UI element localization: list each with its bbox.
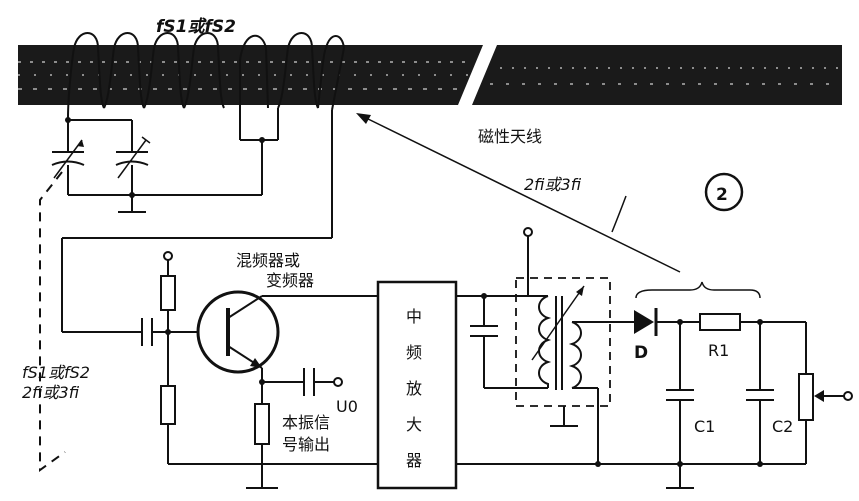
if-amp-char-3: 放 (406, 379, 422, 398)
brace (635, 281, 761, 299)
mixer-label-line2: 变频器 (266, 271, 314, 290)
left-freq-label-1: fS1或fS2 (22, 363, 90, 382)
if-amp-char-5: 器 (406, 451, 422, 470)
capacitor-c1-label: C1 (694, 417, 715, 436)
mixer-stage (138, 251, 378, 489)
coil-frequency-label: fS1或fS2 (156, 17, 236, 37)
if-amp-char-2: 频 (406, 343, 422, 362)
if-amp-char-4: 大 (406, 415, 422, 434)
detector-stage (628, 308, 853, 489)
harmonic-arrow (356, 113, 681, 273)
ferrite-rod (18, 45, 842, 105)
circle-marker (704, 172, 744, 212)
circle-number: 2 (716, 185, 728, 205)
if-amp-char-1: 中 (406, 307, 422, 326)
tuning-circuit (51, 108, 279, 213)
u0-label: U0 (336, 397, 358, 416)
diode-label: D (634, 343, 648, 363)
output-label-line2: 号输出 (282, 435, 330, 454)
if-amplifier-block: 中 频 放 大 器 (376, 280, 458, 490)
antenna-coil (67, 32, 346, 119)
if-transformer (456, 227, 806, 467)
harmonic-label: 2fi或3fi (524, 175, 582, 194)
antenna-label: 磁性天线 (478, 127, 542, 146)
coupling-wire (61, 110, 333, 333)
mixer-label-line1: 混频器或 (236, 251, 300, 270)
output-label-line1: 本振信 (282, 413, 330, 432)
capacitor-c2-label: C2 (772, 417, 793, 436)
left-freq-label-2: 2fi或3fi (22, 383, 80, 402)
resistor-label: R1 (708, 341, 729, 360)
gang-link-dashed (39, 171, 66, 472)
